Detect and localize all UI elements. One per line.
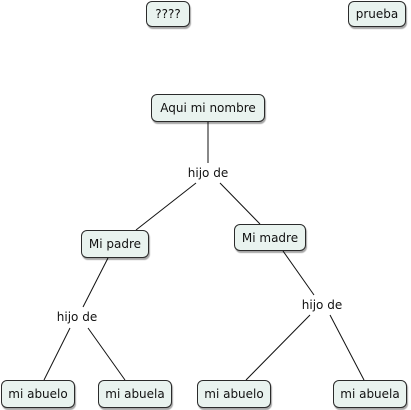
node-maternal-grandmother[interactable]: mi abuela	[333, 380, 407, 408]
connector-label-to-maternal-grandmother	[329, 314, 365, 381]
node-me[interactable]: Aqui mi nombre	[151, 94, 265, 122]
node-father[interactable]: Mi padre	[81, 230, 149, 258]
node-prueba[interactable]: prueba	[348, 1, 406, 27]
connector-label-to-paternal-grandmother	[87, 327, 126, 381]
link-label-mother-parents: hijo de	[299, 298, 345, 312]
node-mother[interactable]: Mi madre	[234, 224, 306, 251]
connector-label-to-mother	[219, 182, 261, 225]
connector-mother-to-label	[282, 250, 315, 296]
node-paternal-grandmother[interactable]: mi abuela	[98, 380, 172, 408]
connector-label-to-maternal-grandfather	[245, 314, 311, 381]
node-paternal-grandfather[interactable]: mi abuelo	[1, 380, 75, 408]
connector-label-to-father	[135, 182, 197, 231]
connector-label-to-paternal-grandfather	[43, 327, 71, 381]
link-label-me-parents: hijo de	[185, 166, 231, 180]
node-unknown[interactable]: ????	[146, 1, 190, 27]
link-label-father-parents: hijo de	[54, 310, 100, 324]
connector-father-to-label	[82, 257, 109, 308]
node-maternal-grandfather[interactable]: mi abuelo	[197, 380, 271, 408]
